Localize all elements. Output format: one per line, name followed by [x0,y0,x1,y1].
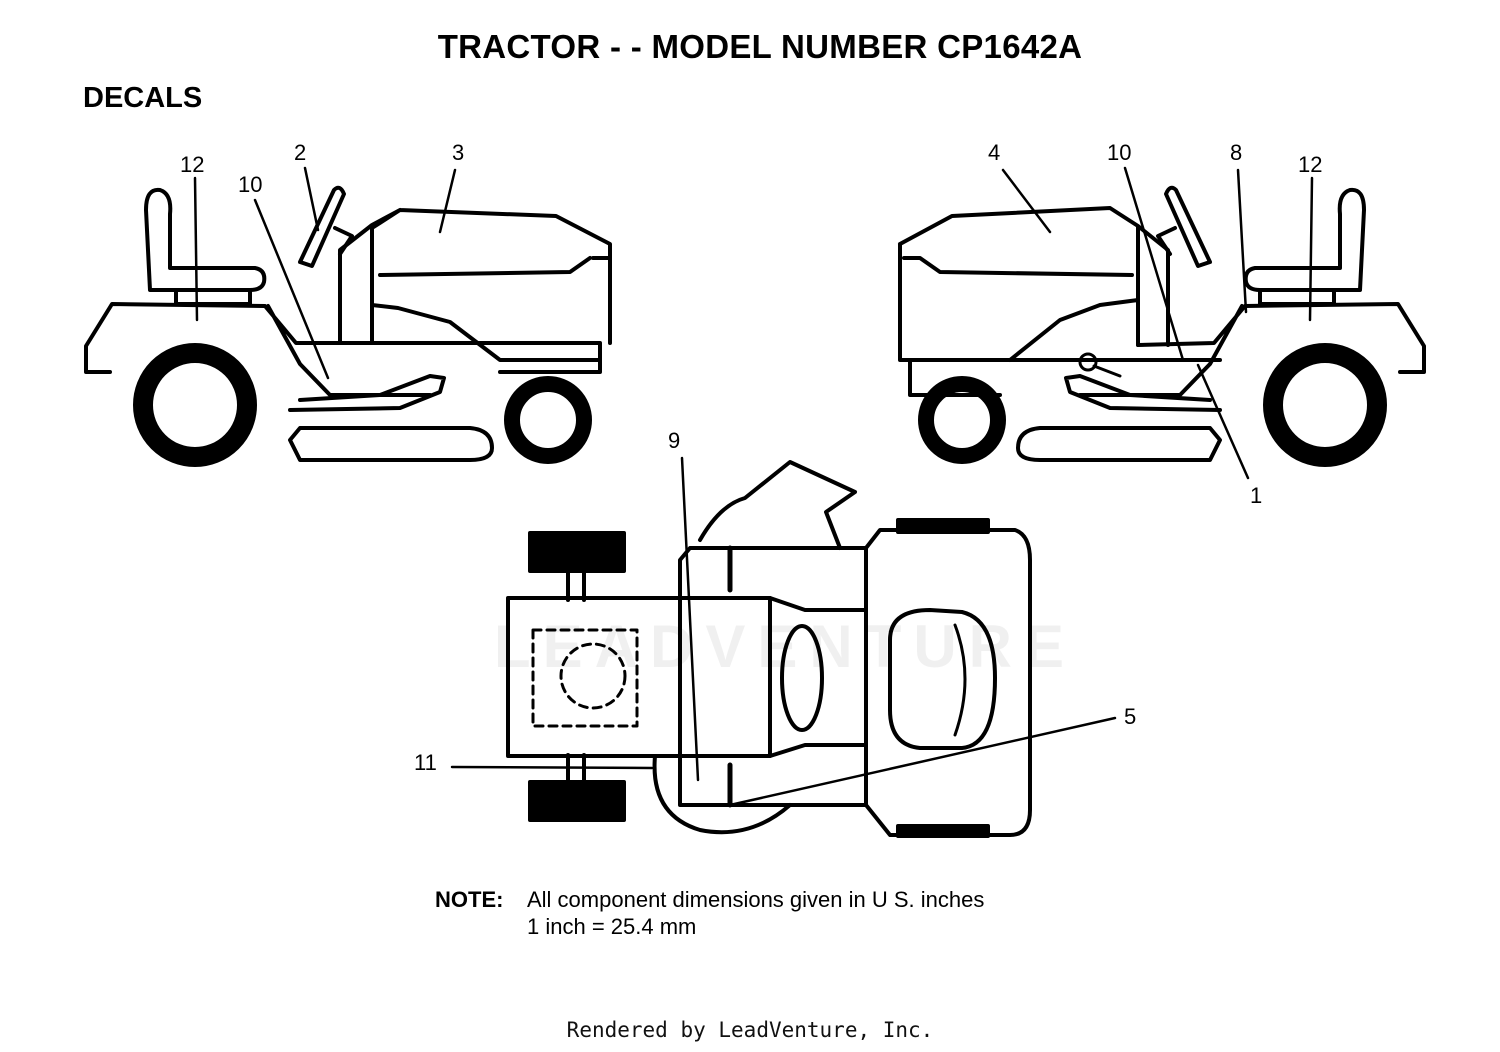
tractor-left-side-view [84,166,612,467]
callout-8: 8 [1230,140,1242,165]
seat-left [144,187,267,292]
callout-3: 3 [452,140,464,165]
section-title: DECALS [83,82,203,114]
callout-1: 1 [1250,483,1262,508]
rear-body-top [506,596,772,758]
footrest-left [288,374,446,412]
callout-12-right: 12 [1298,152,1322,177]
deck-right [1016,426,1222,462]
page-title: TRACTOR - - MODEL NUMBER CP1642A [437,28,1083,65]
front-wheel-right [918,376,1006,464]
hood-right [898,206,1222,397]
tractor-right-side-view [898,166,1426,480]
tire-top-front [528,780,626,822]
callout-4: 4 [988,140,1000,165]
note-label: NOTE: [435,887,504,912]
steering-top [698,460,857,550]
note-line-2: 1 inch = 25.4 mm [527,914,697,939]
callout-12-left: 12 [180,152,204,177]
steering-wheel-right [1156,185,1212,268]
hood-left [338,208,612,362]
rear-wheel-right [1263,343,1387,467]
steering-wheel-left [298,185,354,268]
fender-left [84,302,602,397]
rear-wheel-left [133,343,257,467]
callout-9: 9 [668,428,680,453]
tractor-top-view [450,456,1117,838]
dimension-note: NOTE: All component dimensions given in U… [435,886,984,940]
callout-2: 2 [294,140,306,165]
callout-11: 11 [414,750,437,775]
deck-left [288,426,494,462]
note-line-1: All component dimensions given in U S. i… [527,887,985,912]
callout-10-right: 10 [1107,140,1131,165]
front-hood-top [864,528,1032,837]
callout-5: 5 [1124,704,1136,729]
footer-credit: Rendered by LeadVenture, Inc. [566,1018,934,1042]
tire-top-rear [528,531,626,573]
front-wheel-left [504,376,592,464]
footrest-right [1064,374,1222,412]
callout-10-left: 10 [238,172,262,197]
hood-top [768,596,868,758]
watermark-text: LEADVENTURE [494,613,1077,680]
note-body: All component dimensions given in U S. i… [527,886,984,940]
seat-right [1243,187,1366,292]
